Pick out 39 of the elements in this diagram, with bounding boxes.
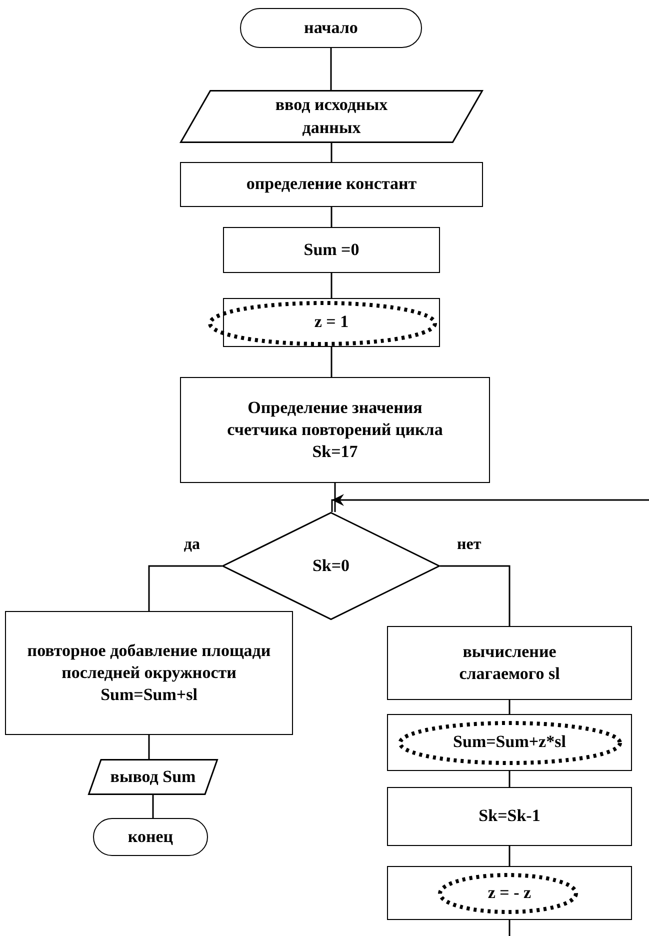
node-text: вывод Sum [110, 766, 196, 788]
node-text: z = 1 [314, 311, 349, 334]
node-text: Определение значения счетчика повторений цикла Sk=17 [226, 396, 444, 464]
connector-line [148, 565, 222, 611]
connector-line [508, 700, 510, 714]
node-text: Sk=0 [312, 554, 350, 577]
node-text: определение констант [246, 173, 417, 196]
connector-line [440, 565, 510, 626]
node-text: начало [304, 16, 358, 39]
process-box [387, 714, 632, 771]
process-box [387, 866, 632, 920]
terminator-box [240, 8, 422, 48]
process-box [180, 377, 490, 483]
process-box [223, 227, 440, 273]
connector-line [508, 846, 510, 866]
process-box [387, 626, 632, 700]
connector-line [334, 483, 336, 512]
connector-line [330, 207, 332, 227]
node-text: вычисление слагаемого sl [458, 640, 561, 685]
connector-line [152, 795, 154, 818]
connector-line [508, 771, 510, 787]
node-text: Sum =0 [304, 238, 360, 261]
connector-line [508, 920, 510, 936]
process-box [387, 787, 632, 846]
process-box [5, 611, 293, 735]
node-text: Sk=Sk-1 [478, 805, 540, 828]
connector-line [330, 273, 332, 298]
terminator-box [93, 818, 208, 856]
connector-line [330, 48, 332, 90]
node-text: ввод исходных данных [274, 94, 389, 138]
node-text: конец [128, 826, 174, 848]
connector-line [330, 347, 332, 377]
node-text: z = - z [488, 882, 532, 904]
node-text: повторное добавление площади последней окружности Sum=Sum+sl [26, 640, 272, 706]
connector-line [330, 143, 332, 162]
node-text: Sum=Sum+z*sl [453, 731, 566, 754]
arrow [331, 494, 649, 512]
connector-line [148, 735, 150, 759]
process-box [180, 162, 483, 207]
